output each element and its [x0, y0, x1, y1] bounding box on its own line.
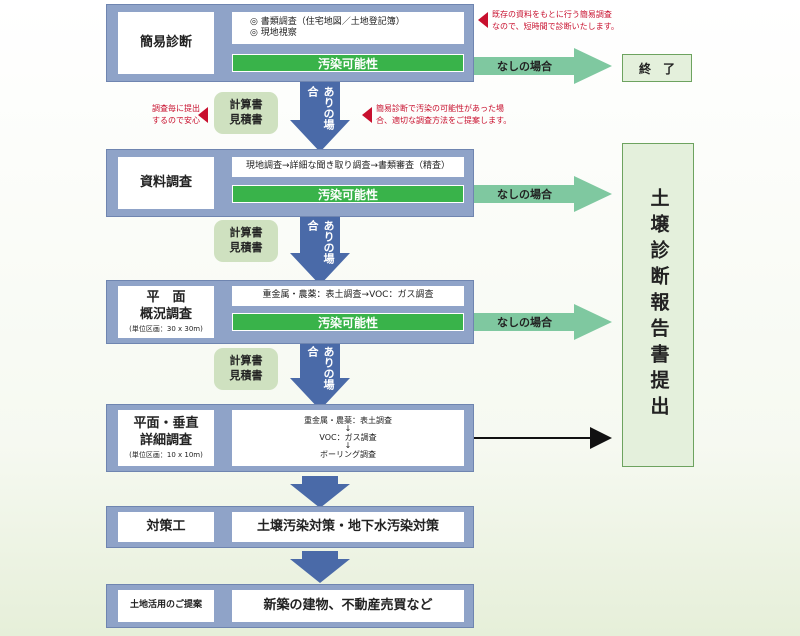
stage-simple-diagnosis-label: 簡易診断 [118, 12, 214, 74]
none-case-label: なしの場合 [497, 60, 552, 73]
red-pointer-icon [198, 107, 208, 123]
note-line: 既存の資料をもとに行う簡易調査 [492, 10, 612, 19]
note-line: 調査毎に提出 [152, 104, 200, 113]
note-line: 合、適切な調査方法をご提案します。 [376, 115, 512, 125]
green-arrow-icon [474, 176, 612, 212]
calc-label: 計算書 [229, 226, 263, 240]
contamination-possibility-bar: 汚染可能性 [232, 54, 464, 72]
red-pointer-icon [478, 12, 488, 28]
stage-countermeasure-content: 土壌汚染対策・地下水汚染対策 [232, 512, 464, 542]
blue-down-arrow-icon [290, 476, 350, 508]
none-case-label: なしの場合 [497, 188, 552, 201]
detail-line: VOC：ガス調査 [319, 432, 377, 442]
unit-area-note: (単位区画：10 x 10m) [129, 450, 203, 459]
green-arrow-icon [474, 304, 612, 340]
calc-estimate-box: 計算書 見積書 [214, 220, 278, 262]
blue-down-arrow-icon [290, 217, 350, 285]
yes-case-label: ありの場合 [306, 86, 335, 130]
green-arrow-icon [474, 48, 612, 84]
blue-down-arrow-icon [290, 82, 350, 152]
estimate-label: 見積書 [229, 113, 263, 126]
note-line: なので、短時間で診断いたします。 [492, 21, 619, 31]
stage-detailed-survey-label: 平面・垂直 詳細調査 (単位区画：10 x 10m) [118, 410, 214, 466]
note-line: するので安心 [152, 115, 200, 125]
calc-label: 計算書 [229, 98, 263, 112]
label-line: 概況調査 [139, 306, 192, 322]
contamination-possibility-bar: 汚染可能性 [232, 313, 464, 331]
soil-report-box: 土壌診断報告書提出 [622, 143, 694, 467]
calc-estimate-box: 計算書 見積書 [214, 348, 278, 390]
none-case-label: なしの場合 [497, 316, 552, 329]
stage-land-use-proposal-content: 新築の建物、不動産売買など [232, 590, 464, 622]
per-stage-note: 調査毎に提出 するので安心 [120, 103, 200, 126]
report-text: 土壌診断報告書提出 [647, 188, 670, 422]
estimate-label: 見積書 [229, 369, 263, 382]
black-arrow-icon [474, 427, 612, 449]
detail-line: ◎ 書類調査（住宅地図／土地登記簿） [250, 16, 405, 27]
stage-countermeasure-label: 対策工 [118, 512, 214, 542]
stage-document-survey-details: 現地調査→詳細な聞き取り調査→書類審査（精査） [232, 157, 464, 177]
note-line: 簡易診断で汚染の可能性があった場 [376, 104, 504, 113]
down-arrow-icon: ↓ [344, 424, 352, 434]
label-line: 平 面 [146, 290, 186, 306]
simple-diagnosis-note: 既存の資料をもとに行う簡易調査 なので、短時間で診断いたします。 [492, 9, 672, 32]
stage-land-use-proposal-label: 土地活用のご提案 [118, 590, 214, 622]
detail-line: 重金属・農薬：表土調査 [304, 416, 392, 426]
blue-down-arrow-icon [290, 344, 350, 410]
yes-case-label: ありの場合 [306, 346, 335, 390]
label-line: 平面・垂直 [133, 416, 199, 432]
label-line: 詳細調査 [139, 432, 192, 448]
yes-case-label: ありの場合 [306, 220, 335, 264]
stage-overview-survey-details: 重金属・農薬：表土調査→VOC：ガス調査 [232, 286, 464, 306]
stage-overview-survey-label: 平 面 概況調査 (単位区画：30 x 30m) [118, 286, 214, 338]
down-arrow-icon: ↓ [344, 441, 352, 451]
detail-line: ボーリング調査 [320, 449, 376, 459]
calc-estimate-box: 計算書 見積書 [214, 92, 278, 134]
stage-document-survey-label: 資料調査 [118, 157, 214, 209]
calc-label: 計算書 [229, 354, 263, 368]
detail-line: ◎ 現地視察 [250, 28, 297, 38]
stage-simple-diagnosis-details: ◎ 書類調査（住宅地図／土地登記簿） ◎ 現地視察 [232, 12, 464, 44]
red-pointer-icon [362, 107, 372, 123]
proposal-note: 簡易診断で汚染の可能性があった場 合、適切な調査方法をご提案します。 [376, 103, 586, 126]
estimate-label: 見積書 [229, 241, 263, 254]
contamination-possibility-bar: 汚染可能性 [232, 185, 464, 203]
end-box: 終 了 [622, 54, 692, 82]
unit-area-note: (単位区画：30 x 30m) [129, 324, 203, 333]
blue-down-arrow-icon [290, 551, 350, 583]
stage-detailed-survey-details: 重金属・農薬：表土調査 ↓ VOC：ガス調査 ↓ ボーリング調査 [232, 410, 464, 466]
